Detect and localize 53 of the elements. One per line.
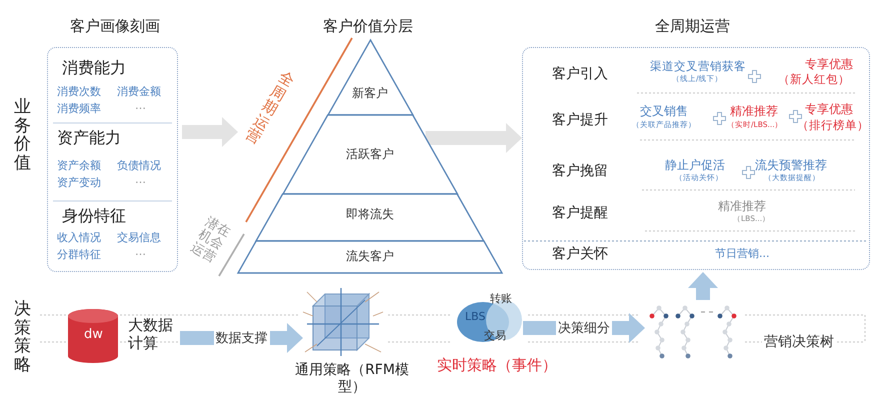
block-arrow [688, 272, 718, 300]
layer-label: 新客户 [350, 87, 389, 101]
panel-heading: 全周期运营 [655, 18, 730, 36]
category-title: 资产能力 [57, 129, 121, 148]
stage-label: 客户挽留 [552, 163, 608, 180]
category-title: 身份特征 [62, 207, 126, 226]
ellipsis-text: … [135, 100, 146, 113]
layer-label: 活跃客户 [344, 148, 395, 162]
rotated-label: 潜在机会运营 [188, 216, 232, 266]
metric-label: 资产余额 [57, 160, 101, 173]
panel-heading: 客户画像刻画 [70, 18, 160, 36]
action-label: 静止户促活 [665, 159, 725, 173]
stage-label: 客户提醒 [552, 205, 608, 222]
offer-label: 专享优惠 [805, 58, 853, 72]
pyramid-heading: 客户价值分层 [323, 18, 413, 36]
action-label: 渠道交叉营销获客 [650, 60, 746, 74]
metric-label: 负债情况 [117, 160, 161, 173]
layer-label: 即将流失 [344, 208, 395, 222]
side-label: 决策策略 [14, 300, 31, 375]
offer-label: （排行榜单） [797, 119, 869, 132]
action-label: 精准推荐 [718, 200, 766, 214]
cylinder-label: dw [84, 328, 103, 343]
offer-label: 专享优惠 [805, 103, 853, 117]
edge-label: 决策细分 [556, 319, 612, 337]
venn-label: 转账 [490, 293, 512, 306]
edge-label: 数据支撑 [214, 329, 270, 347]
ellipsis-text: … [135, 174, 146, 187]
metric-label: 消费金额 [117, 86, 161, 99]
venn-label: 交易 [484, 330, 506, 343]
stage-label: 客户引入 [552, 66, 608, 82]
action-label: 节日营销... [715, 248, 770, 261]
side-label: 业务价值 [14, 98, 31, 173]
block-arrow [426, 123, 522, 153]
layer-label: 流失客户 [345, 250, 395, 264]
action-label: 交叉销售 [640, 105, 688, 119]
category-title: 消费能力 [62, 59, 126, 78]
metric-label: 交易信息 [117, 232, 161, 245]
venn-label: LBS [465, 311, 486, 324]
stage-label: 客户提升 [552, 112, 608, 128]
metric-label: 收入情况 [57, 232, 101, 245]
offer-label: 精准推荐 [730, 105, 778, 119]
metric-label: 消费次数 [57, 86, 101, 99]
action-label: 流失预警推荐 [755, 159, 827, 173]
caption-label: 大数据计算 [128, 316, 174, 352]
metric-label: 资产变动 [57, 177, 101, 190]
stage-label: 客户关怀 [552, 246, 608, 262]
ellipsis-text: … [135, 246, 146, 259]
rotated-label: 全周期运营 [242, 68, 297, 148]
block-arrow [182, 117, 238, 147]
offer-label: （新人红包） [778, 73, 850, 86]
metric-label: 消费频率 [57, 103, 101, 116]
text-label: 营销决策树 [762, 333, 836, 351]
metric-label: 分群特征 [57, 249, 101, 262]
